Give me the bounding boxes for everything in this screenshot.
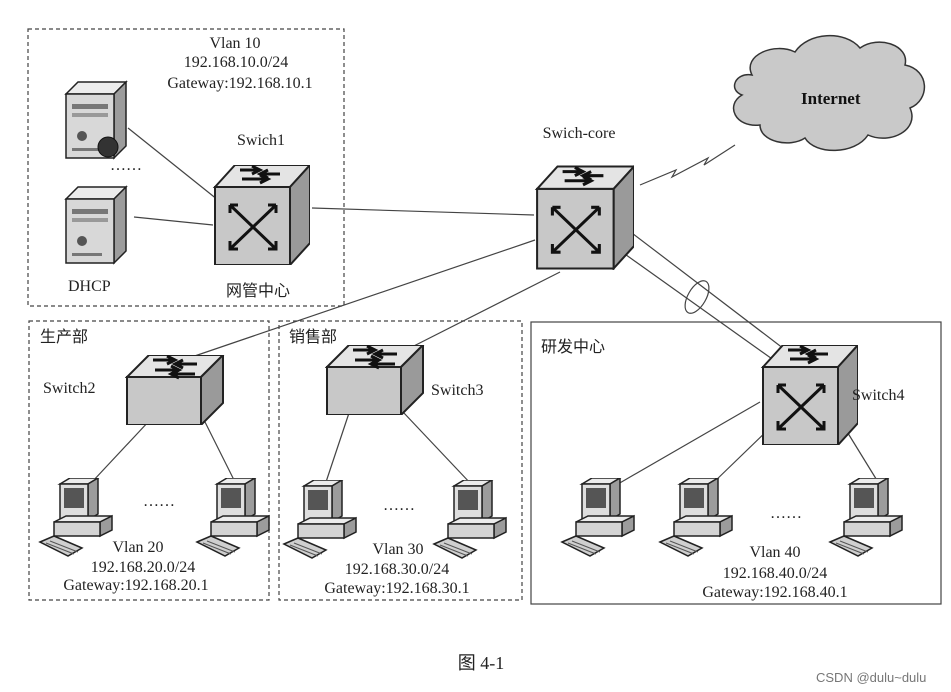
vlan40-gateway: Gateway:192.168.40.1 — [702, 584, 848, 601]
sales-pc-ellipsis: …… — [383, 497, 415, 514]
link-core-switch4-b — [621, 251, 783, 367]
vlan30-subnet: 192.168.30.0/24 — [344, 561, 450, 578]
internet-label: Internet — [801, 89, 861, 108]
mgmt-center-label: 网管中心 — [226, 283, 291, 300]
link-switch4-pc3 — [845, 429, 879, 483]
prod-pc-ellipsis: …… — [143, 493, 175, 510]
internet-cloud — [732, 35, 926, 152]
vlan10-gateway: Gateway:192.168.10.1 — [167, 75, 313, 92]
pc-icon — [561, 478, 635, 557]
rnd-dept-label: 研发中心 — [541, 339, 606, 356]
link-switch3-core — [399, 271, 561, 354]
core-switch-label: Swich-core — [542, 125, 616, 142]
vlan40-subnet: 192.168.40.0/24 — [722, 565, 828, 582]
sales-dept-label: 销售部 — [289, 329, 338, 346]
vlan10-label: Vlan 10 — [209, 35, 261, 52]
switch1-label: Swich1 — [237, 132, 285, 149]
link-server1-switch1 — [127, 127, 219, 201]
dhcp-server-icon — [65, 186, 127, 264]
dhcp-label: DHCP — [68, 278, 111, 295]
sales-vlan-box — [278, 320, 523, 601]
pc-icon — [433, 480, 507, 559]
pc-icon — [659, 478, 733, 557]
switch1-icon — [213, 165, 310, 265]
pc-icon — [39, 478, 113, 557]
pc-icon — [829, 478, 903, 557]
rnd-pc-ellipsis: …… — [770, 505, 802, 522]
pc-icon — [196, 478, 270, 557]
pc-icon — [283, 480, 357, 559]
mgmt-vlan-box — [27, 28, 345, 307]
core-switch-icon — [535, 165, 634, 270]
wan-lightning-link — [639, 144, 736, 186]
vlan20-subnet: 192.168.20.0/24 — [90, 559, 196, 576]
server-ellipsis: …… — [110, 157, 142, 174]
switch2-icon — [125, 355, 225, 425]
switch2-label: Switch2 — [43, 380, 96, 397]
link-switch3-pc1 — [324, 409, 351, 486]
vlan30-label: Vlan 30 — [372, 541, 424, 558]
link-switch1-core — [311, 207, 535, 216]
link-switch4-pc1 — [617, 401, 761, 485]
vlan20-label: Vlan 20 — [112, 539, 164, 556]
link-aggregation-ellipse — [684, 280, 710, 314]
vlan20-gateway: Gateway:192.168.20.1 — [63, 577, 209, 594]
rnd-vlan-box — [530, 321, 942, 605]
vlan40-label: Vlan 40 — [749, 544, 801, 561]
switch3-label: Switch3 — [431, 382, 484, 399]
switch4-label: Switch4 — [852, 387, 905, 404]
watermark: CSDN @dulu~dulu — [816, 670, 927, 685]
link-switch2-core — [179, 239, 536, 362]
prod-vlan-box — [28, 320, 270, 601]
network-links — [91, 127, 879, 486]
link-core-switch4-a — [627, 229, 789, 353]
link-switch3-pc2 — [402, 411, 473, 486]
prod-dept-label: 生产部 — [40, 329, 89, 346]
switch3-icon — [325, 345, 425, 415]
link-switch2-pc1 — [91, 419, 151, 483]
link-dhcp-switch1 — [133, 216, 214, 226]
vlan10-subnet: 192.168.10.0/24 — [183, 54, 289, 71]
globe-icon — [97, 136, 119, 158]
vlan30-gateway: Gateway:192.168.30.1 — [324, 580, 470, 597]
link-switch2-pc2 — [203, 419, 236, 483]
switch4-icon — [761, 345, 858, 445]
figure-caption: 图 4-1 — [457, 653, 505, 673]
